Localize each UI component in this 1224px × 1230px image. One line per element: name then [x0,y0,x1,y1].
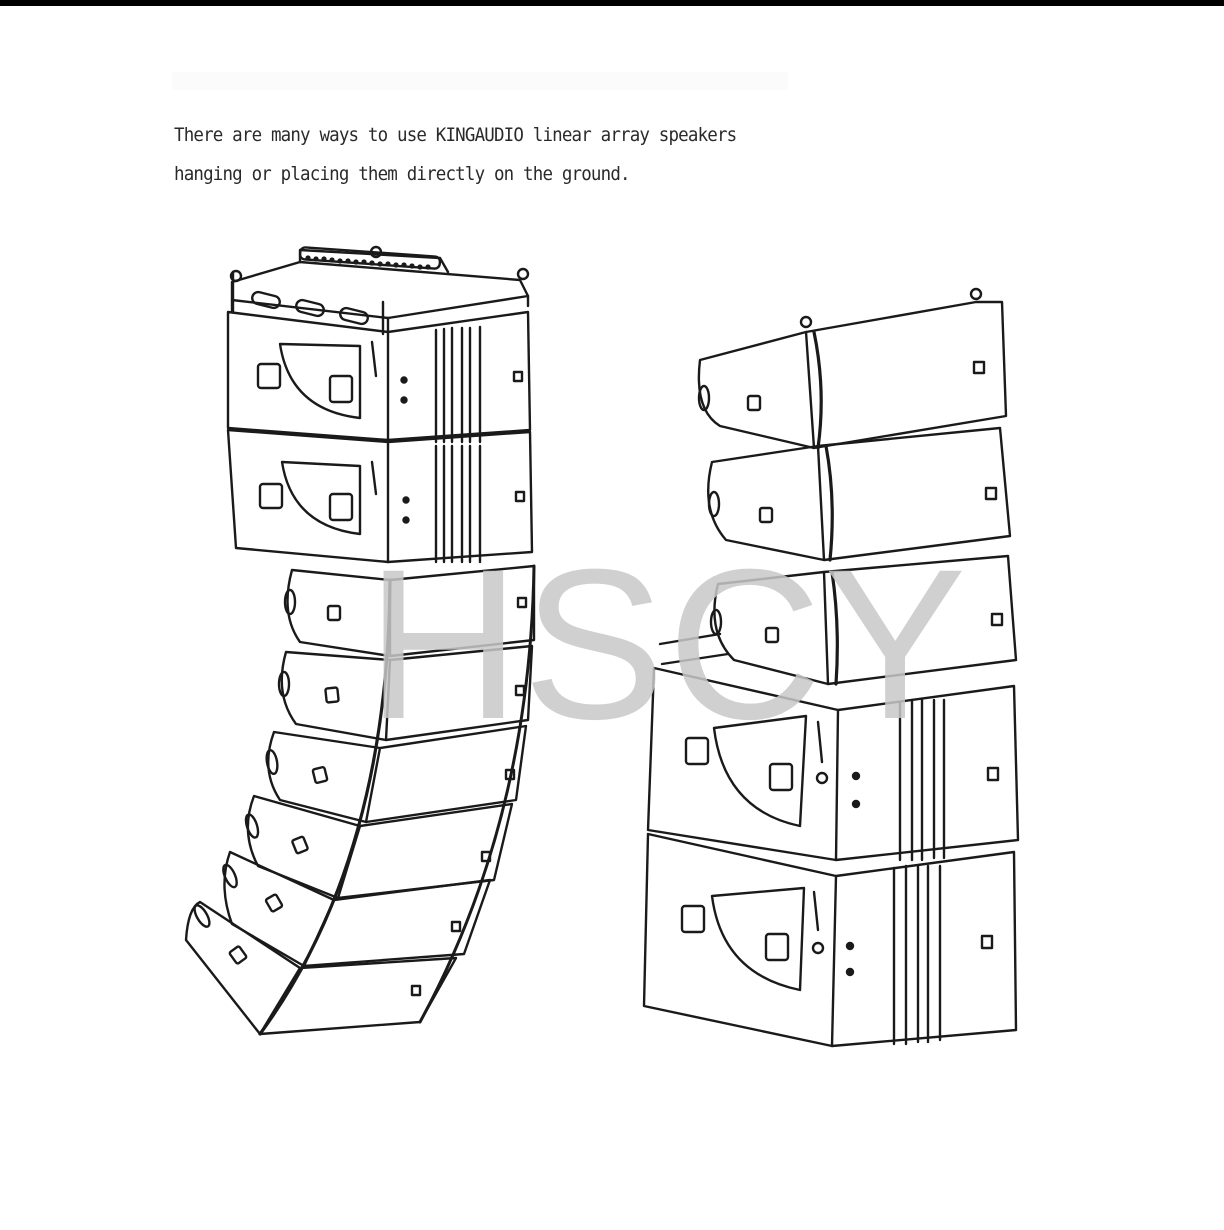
right-line-array-cabinet-1 [697,287,1008,450]
rigging-frame-icon [229,245,530,336]
top-border-bar [0,0,1224,6]
right-line-array-cabinet-2 [707,426,1012,562]
caption-line-1: There are many ways to use KINGAUDIO lin… [174,124,737,146]
left-subwoofer-1 [226,310,532,444]
faded-heading-strip [172,72,788,90]
right-subwoofer-1 [646,666,1020,862]
right-ground-stack [642,287,1020,1048]
caption-line-2: hanging or placing them directly on the … [174,163,631,185]
right-subwoofer-2 [642,832,1018,1048]
left-hanging-array [184,245,536,1036]
caption-text: There are many ways to use KINGAUDIO lin… [174,116,818,194]
right-line-array-cabinet-3 [658,554,1018,686]
left-subwoofer-2 [226,428,534,564]
left-line-array-cabinets [184,564,536,1036]
